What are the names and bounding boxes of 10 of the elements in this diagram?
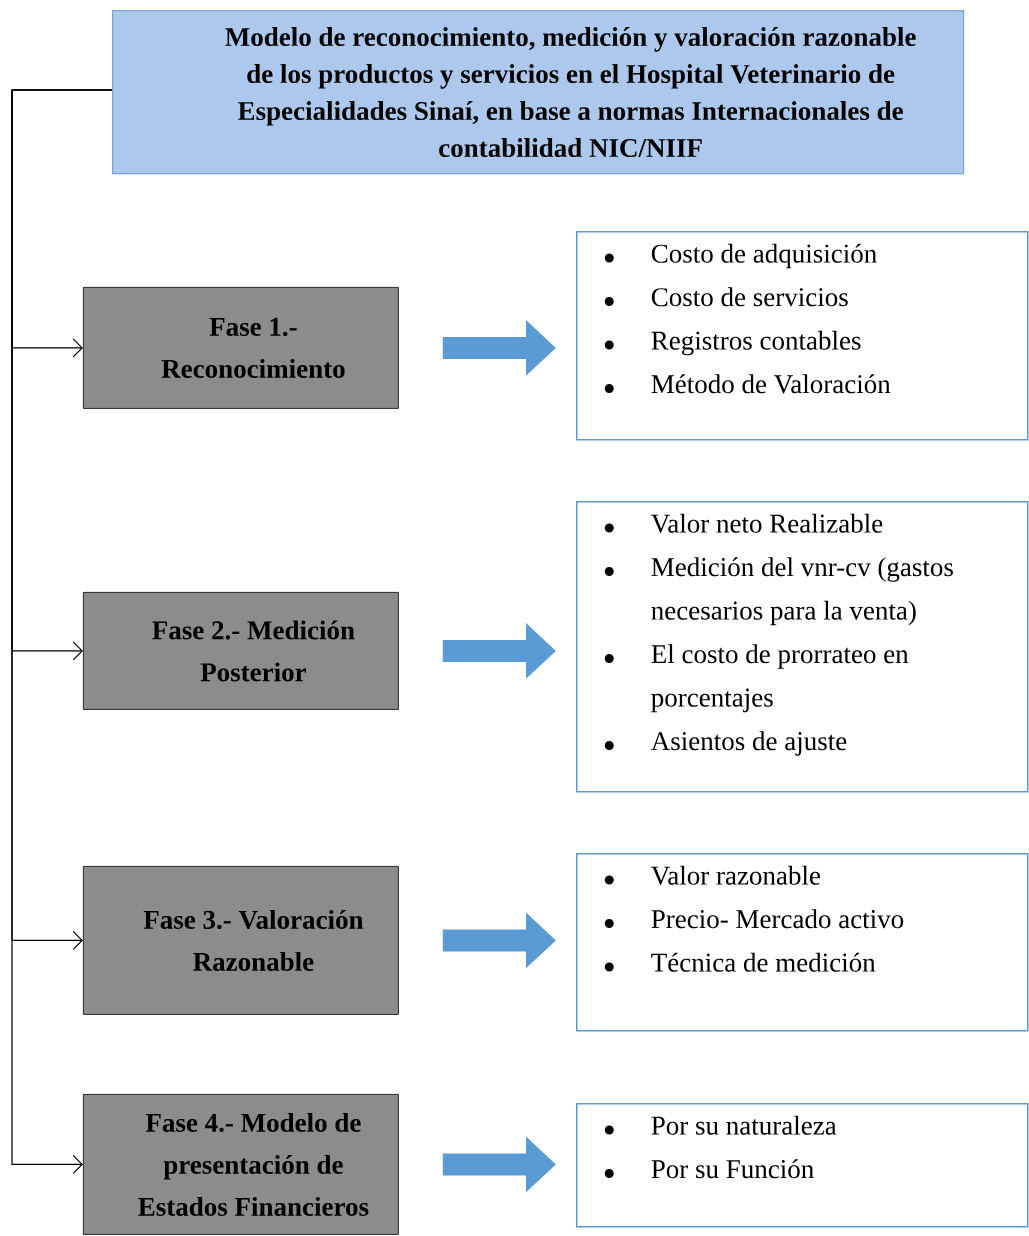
- phase-box: Fase 1.- Reconocimiento: [83, 287, 399, 409]
- bullet-list-box: Valor razonable Precio- Mercado activo Técnica de medición: [576, 853, 1029, 1032]
- title-box: Modelo de reconocimiento, medición y valoración razonable de los productos y servicios en el Hospital Veterinario de Especialidades Sinaí, en base a normas Internacionales de contabilidad NIC/NIIF: [112, 10, 965, 175]
- connector-arrow: [11, 89, 113, 1174]
- phase-box: Fase 2.- Medición Posterior: [83, 592, 399, 710]
- bullet-list-box: Por su naturaleza Por su Función: [576, 1103, 1029, 1228]
- phase-box: Fase 3.- Valoración Razonable: [83, 866, 399, 1015]
- bullet-list-box: Valor neto Realizable Medición del vnr-cv (gastos necesarios para la venta) El costo de prorrateo en porcentajes Asientos de ajuste: [576, 501, 1029, 793]
- bullet-list-box: Costo de adquisición Costo de servicios Registros contables Método de Valoración: [576, 231, 1029, 441]
- phase-box: Fase 4.- Modelo de presentación de Estados Financieros: [83, 1094, 399, 1235]
